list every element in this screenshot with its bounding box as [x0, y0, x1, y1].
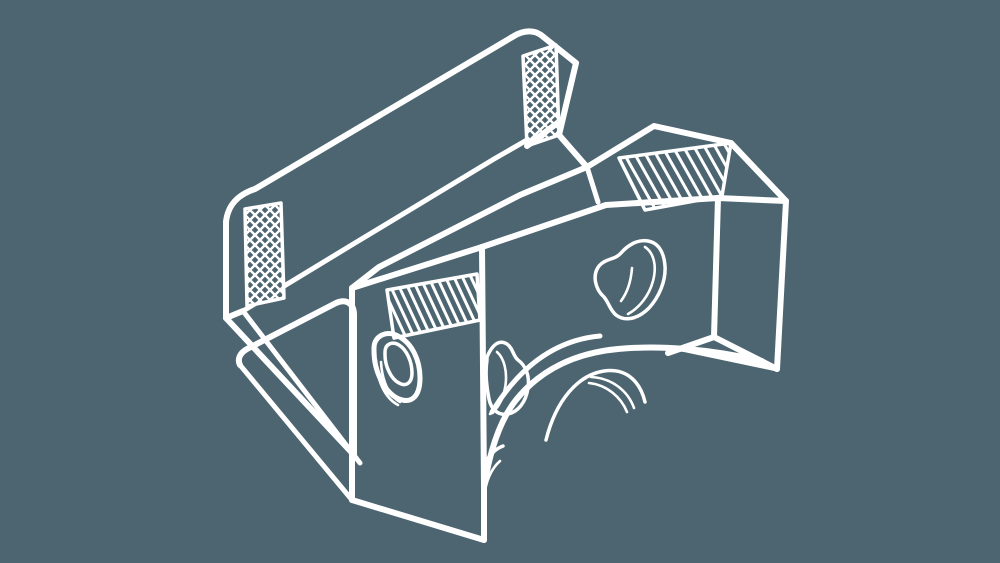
- flap-join-short: [524, 118, 563, 149]
- magnet-skirt-line-2: [379, 360, 402, 404]
- flap-join-diagonal: [556, 132, 590, 170]
- side-panel-bottom-right: [711, 334, 780, 372]
- velcro-left-outline: [243, 201, 286, 308]
- magnet-skirt-line-1: [374, 358, 400, 407]
- inner-tray-bottom-fold: [237, 362, 355, 503]
- body-top-ridge: [584, 123, 734, 170]
- vent-upper-outline: [617, 141, 733, 212]
- body-left-front-top: [349, 244, 485, 291]
- nose-bridge-arch-inner-1: [589, 375, 636, 410]
- top-ridge-connector: [584, 164, 601, 205]
- nose-notch-outline: [484, 340, 531, 417]
- side-panel-base-edge: [679, 346, 780, 372]
- nose-notch-crease: [488, 350, 508, 416]
- left-flap-top-edge: [223, 28, 579, 225]
- magnet-inner-ring: [383, 341, 414, 387]
- magnet-outer-ring: [371, 331, 423, 403]
- magnet-button: [371, 331, 423, 407]
- velcro-left-texture: [245, 203, 284, 306]
- body-top-right-edge: [728, 140, 789, 204]
- velcro-left: [243, 201, 286, 308]
- nose-lower-crease-2: [482, 459, 502, 499]
- face-cutout-inner-curve: [626, 245, 657, 316]
- body-top-left-edge: [349, 164, 590, 291]
- face-cutout-crease: [619, 266, 634, 303]
- nose-bridge-arch-inner-2: [587, 381, 629, 414]
- face-cutout-outline: [593, 238, 667, 321]
- side-panel-bottom-left: [665, 334, 717, 356]
- side-panel-right-edge: [774, 198, 789, 372]
- inner-tray-diagonal: [240, 308, 363, 466]
- face-cutout: [593, 238, 667, 321]
- body-front-right-vertical: [479, 244, 487, 490]
- nose-lower-crease: [482, 444, 505, 467]
- side-panel: [665, 195, 789, 372]
- nose-bridge-arch: [544, 368, 647, 442]
- vent-upper: [617, 141, 733, 212]
- vent-lower-outline: [385, 272, 482, 340]
- body-front-bottom: [349, 497, 487, 543]
- side-panel-inner-vertical: [711, 195, 721, 340]
